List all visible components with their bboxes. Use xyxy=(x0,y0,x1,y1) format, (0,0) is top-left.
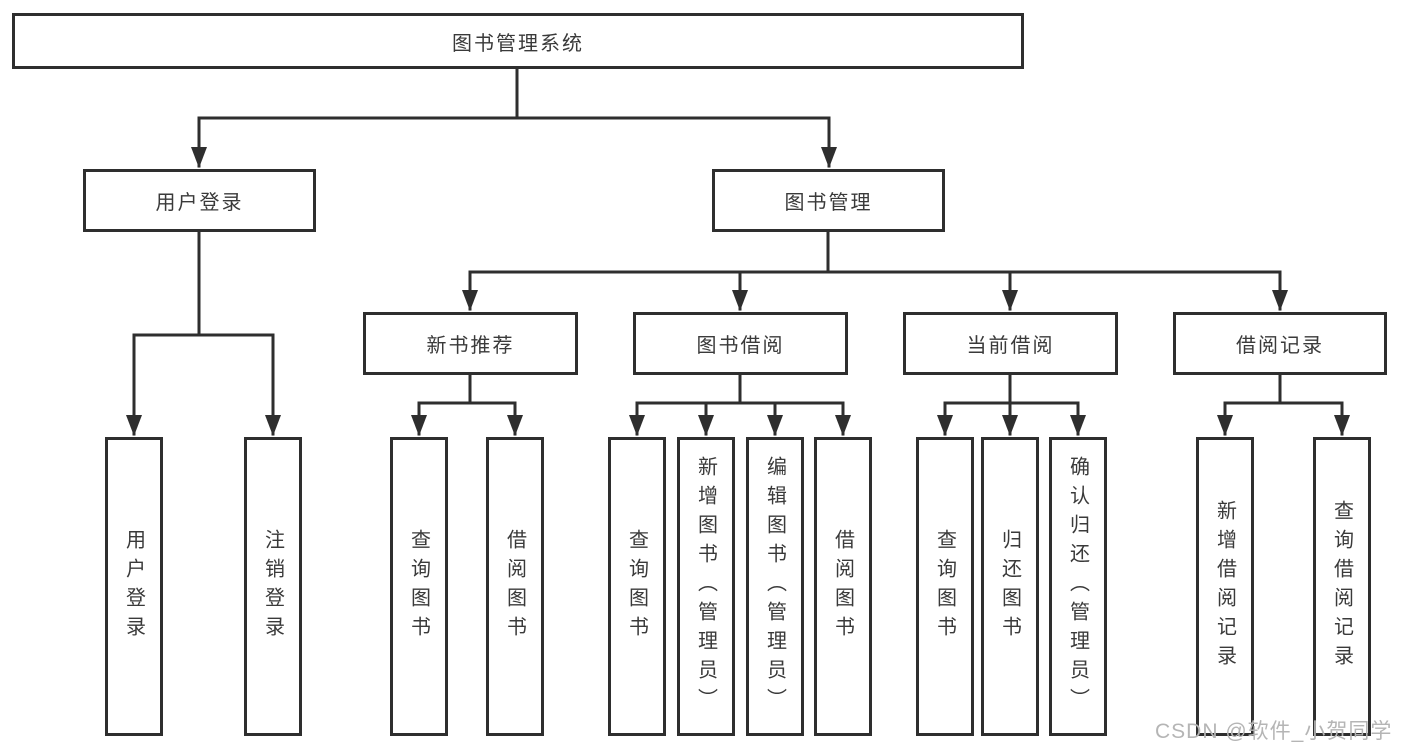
leaf-logout: 注销登录 xyxy=(244,437,302,736)
leaf-add-borrow-record: 新增借阅记录 xyxy=(1196,437,1254,736)
leaf-add-book-admin: 新增图书（管理员） xyxy=(677,437,735,736)
node-current-borrowing-label: 当前借阅 xyxy=(966,335,1055,357)
edges-current-borrow-children xyxy=(937,373,1086,436)
leaf-query-borrow-record: 查询借阅记录 xyxy=(1313,437,1371,736)
leaf-user-login-label: 用户登录 xyxy=(122,528,145,645)
leaf-query-books-current-label: 查询图书 xyxy=(933,528,956,645)
node-borrowing-records-label: 借阅记录 xyxy=(1236,335,1324,357)
leaf-return-book-label: 归还图书 xyxy=(998,528,1021,645)
leaf-edit-book-admin-label: 编辑图书（管理员） xyxy=(763,456,786,717)
leaf-query-books-borrow-label: 查询图书 xyxy=(625,528,648,645)
leaf-borrow-books-recommend-label: 借阅图书 xyxy=(503,528,526,645)
leaf-add-borrow-record-label: 新增借阅记录 xyxy=(1213,499,1236,674)
edges-root-to-level2 xyxy=(191,67,837,168)
node-book-borrowing-label: 图书借阅 xyxy=(696,335,785,357)
leaf-query-borrow-record-label: 查询借阅记录 xyxy=(1330,499,1353,674)
leaf-edit-book-admin: 编辑图书（管理员） xyxy=(746,437,804,736)
node-new-book-recommendation: 新书推荐 xyxy=(363,312,578,375)
edges-new-book-children xyxy=(411,373,523,436)
node-user-login-label: 用户登录 xyxy=(155,192,244,214)
leaf-user-login: 用户登录 xyxy=(105,437,163,736)
leaf-borrow-books-recommend: 借阅图书 xyxy=(486,437,544,736)
node-book-management-label: 图书管理 xyxy=(784,192,873,214)
edges-user-login-children xyxy=(126,230,281,436)
csdn-watermark: CSDN @软件_小贺同学 xyxy=(1155,720,1393,743)
node-current-borrowing: 当前借阅 xyxy=(903,312,1118,375)
leaf-return-book: 归还图书 xyxy=(981,437,1039,736)
leaf-confirm-return-admin: 确认归还（管理员） xyxy=(1049,437,1107,736)
leaf-query-books-recommend-label: 查询图书 xyxy=(407,528,430,645)
leaf-logout-label: 注销登录 xyxy=(261,528,284,645)
edges-book-borrow-children xyxy=(629,373,851,436)
leaf-add-book-admin-label: 新增图书（管理员） xyxy=(694,456,717,717)
node-root-label: 图书管理系统 xyxy=(452,32,584,55)
leaf-confirm-return-admin-label: 确认归还（管理员） xyxy=(1066,456,1089,717)
leaf-query-books-borrow: 查询图书 xyxy=(608,437,666,736)
edges-borrow-record-children xyxy=(1217,373,1350,436)
node-book-management: 图书管理 xyxy=(712,169,945,232)
node-book-borrowing: 图书借阅 xyxy=(633,312,848,375)
node-root: 图书管理系统 xyxy=(12,13,1024,69)
node-user-login: 用户登录 xyxy=(83,169,316,232)
edges-book-management-children xyxy=(462,230,1288,311)
leaf-borrow-books-label: 借阅图书 xyxy=(831,528,854,645)
node-new-book-recommendation-label: 新书推荐 xyxy=(426,335,515,357)
leaf-query-books-recommend: 查询图书 xyxy=(390,437,448,736)
node-borrowing-records: 借阅记录 xyxy=(1173,312,1387,375)
leaf-borrow-books: 借阅图书 xyxy=(814,437,872,736)
leaf-query-books-current: 查询图书 xyxy=(916,437,974,736)
